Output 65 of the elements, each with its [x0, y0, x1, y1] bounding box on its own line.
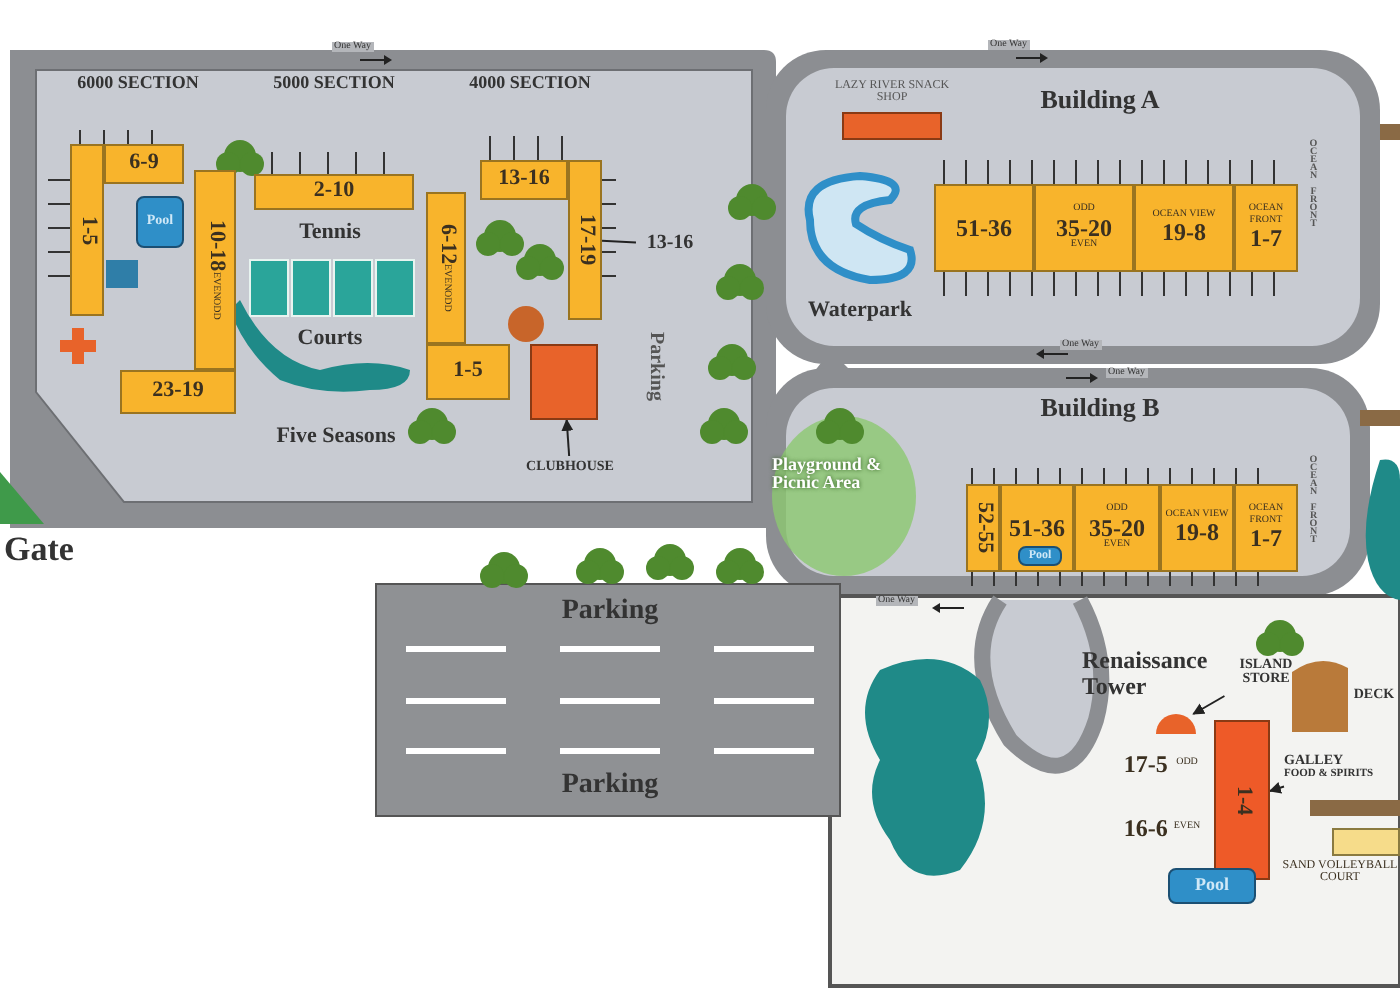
building-block	[934, 184, 1034, 272]
building-block	[1034, 184, 1134, 272]
arrow	[1268, 782, 1285, 794]
building-block	[1074, 484, 1160, 572]
leader-line	[601, 239, 637, 244]
area-label: Waterpark	[806, 300, 914, 324]
pool	[136, 196, 184, 248]
building-block	[1134, 184, 1234, 272]
unit-number: 35-20	[1056, 215, 1112, 241]
area-label: Renaissance Tower	[1082, 648, 1210, 699]
building-block	[426, 344, 510, 400]
area-label: Playground & Picnic Area	[772, 456, 884, 494]
unit-number: 1-7	[1250, 525, 1282, 552]
area-label: Parking	[559, 598, 661, 628]
unit-number: 52-55	[971, 502, 995, 554]
unit-number: 13-16	[498, 168, 550, 192]
section-heading: 6000 SECTION	[75, 74, 201, 93]
unit-number: 16-6	[1123, 815, 1168, 841]
map-label: 13-16	[636, 232, 704, 256]
building-block	[120, 370, 236, 414]
unit-number: 23-19	[152, 380, 204, 404]
unit-number: 6-9	[129, 152, 159, 176]
clubhouse-building	[530, 344, 598, 420]
area-label: Parking	[644, 332, 665, 401]
section-heading: 5000 SECTION	[271, 74, 397, 93]
arrow	[561, 418, 574, 457]
building-block	[254, 174, 414, 210]
building-block	[1160, 484, 1234, 572]
building-block	[966, 484, 1000, 572]
arrow	[1192, 695, 1226, 715]
unit-number: 2-10	[313, 180, 355, 204]
unit-number: 51-36	[956, 215, 1012, 241]
unit-number: 1-5	[75, 215, 99, 245]
building-block	[104, 144, 184, 184]
building-block	[194, 170, 236, 370]
unit-number: 17-19	[573, 214, 597, 266]
building-heading: Building B	[1038, 394, 1162, 422]
unit-number: 6-12	[434, 223, 458, 264]
unit-number: 1-5	[453, 360, 483, 384]
building-block	[1000, 484, 1074, 572]
unit-number: 19-8	[1162, 220, 1206, 246]
unit-number: 1-7	[1250, 225, 1282, 252]
unit-number: 1-4	[1230, 785, 1254, 815]
area-label: Parking	[559, 772, 661, 802]
building-heading: Building A	[1038, 86, 1162, 114]
building-block	[426, 192, 466, 344]
building-block	[70, 144, 104, 316]
area-label: Gate	[4, 532, 76, 568]
building-block	[1234, 184, 1298, 272]
building-block	[568, 160, 602, 320]
unit-number: 19-8	[1175, 520, 1219, 546]
unit-number: 35-20	[1089, 515, 1145, 541]
pool	[1168, 868, 1256, 904]
area-label: Tennis	[297, 222, 363, 246]
section-heading: 4000 SECTION	[467, 74, 593, 93]
building-block	[480, 160, 568, 200]
tower-building	[1214, 720, 1270, 880]
unit-number: 51-36	[1009, 515, 1065, 541]
unit-number: 10-18	[203, 220, 227, 272]
unit-number: Pool	[1195, 876, 1229, 896]
area-label: Courts	[295, 328, 365, 352]
unit-number: 17-5	[1123, 751, 1168, 777]
building-block	[1234, 484, 1298, 572]
area-label: Five Seasons	[274, 426, 398, 450]
pool	[1018, 546, 1062, 566]
